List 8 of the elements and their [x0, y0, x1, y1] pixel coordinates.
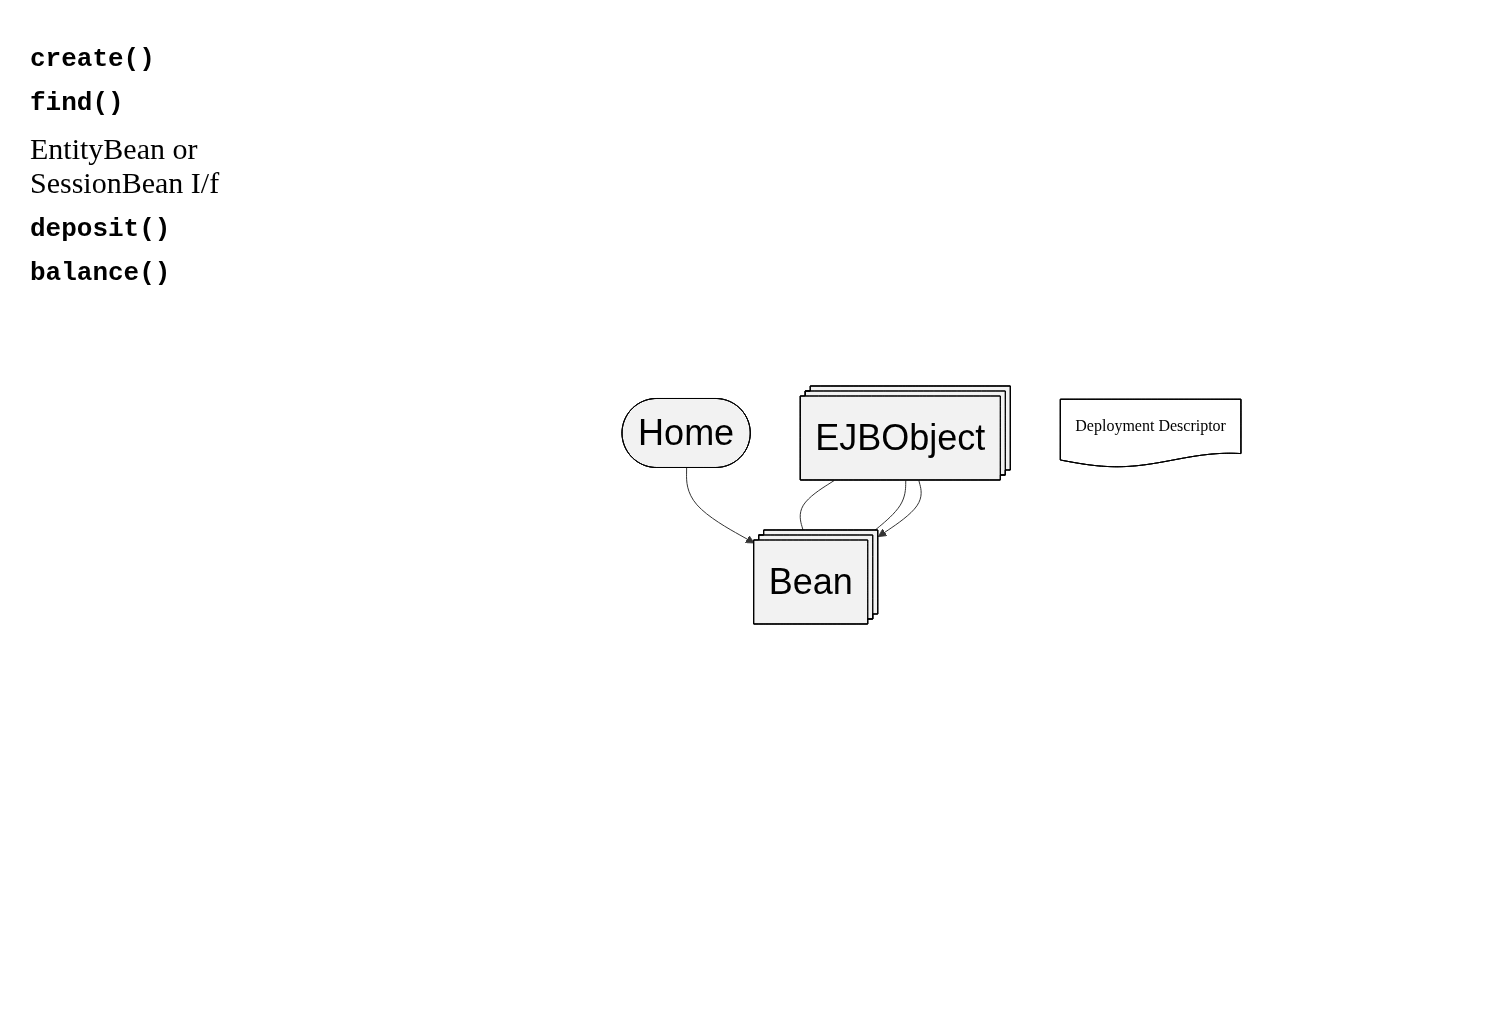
interface-label: EntityBean or SessionBean I/f [30, 132, 221, 200]
method-name: find() [30, 88, 125, 118]
arrow [685, 467, 755, 544]
method-name: deposit() [30, 214, 172, 244]
connector [799, 480, 835, 531]
method-name: balance() [30, 258, 172, 288]
arrow [877, 480, 922, 538]
method-name: create() [30, 44, 156, 74]
